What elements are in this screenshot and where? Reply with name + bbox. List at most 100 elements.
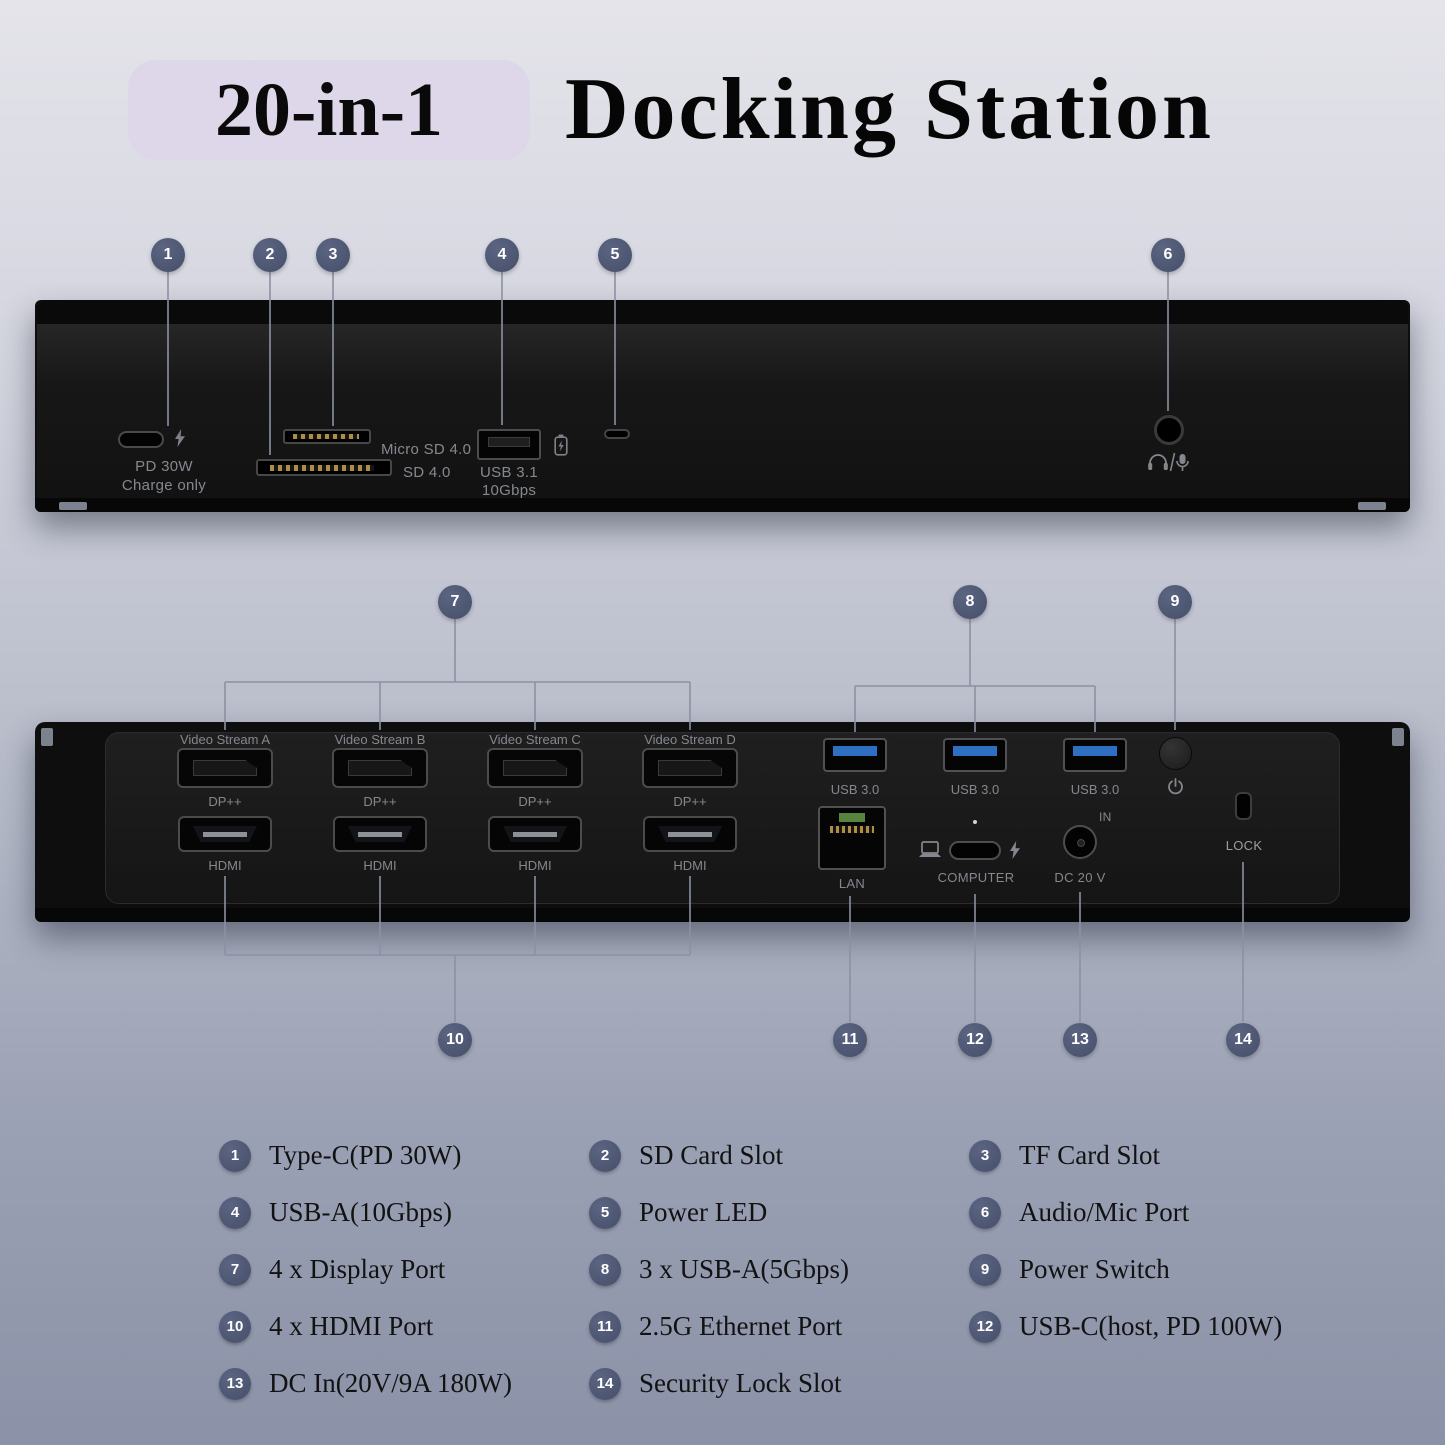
sd-label: SD 4.0	[403, 464, 451, 481]
legend-label: Power Switch	[1019, 1254, 1170, 1284]
usb-a-port-front	[477, 429, 541, 460]
legend-label: USB-A(10Gbps)	[269, 1197, 453, 1227]
callout-13: 13	[1063, 1023, 1097, 1057]
dp-label: DP++	[673, 794, 707, 809]
legend-label: Type-C(PD 30W)	[269, 1140, 462, 1170]
micro-sd-label: Micro SD 4.0	[381, 441, 472, 458]
laptop-icon	[918, 841, 942, 863]
lightning-icon	[1009, 840, 1021, 865]
dc-voltage-label: DC 20 V	[1054, 870, 1106, 885]
sd-card-pins	[270, 465, 374, 471]
legend-item: 10 4 x HDMI Port	[219, 1310, 589, 1343]
hdmi-port	[333, 816, 427, 852]
lock-label: LOCK	[1225, 838, 1263, 853]
legend-number: 14	[589, 1367, 621, 1400]
back-bottom-edge	[35, 908, 1410, 922]
callout-9: 9	[1158, 585, 1192, 619]
legend-number: 1	[219, 1139, 251, 1172]
legend-number: 10	[219, 1310, 251, 1343]
hdmi-label: HDMI	[673, 858, 707, 873]
legend-label: 3 x USB-A(5Gbps)	[639, 1254, 850, 1284]
callout-8: 8	[953, 585, 987, 619]
hdmi-label: HDMI	[518, 858, 552, 873]
lan-label: LAN	[838, 876, 866, 891]
host-led-dot	[973, 820, 977, 824]
legend-number: 3	[969, 1139, 1001, 1172]
usb31-label-line1: USB 3.1	[480, 464, 538, 481]
legend-label: TF Card Slot	[1019, 1140, 1161, 1170]
video-stream-label: Video Stream C	[489, 732, 581, 747]
hdmi-inner	[658, 826, 722, 842]
displayport-port	[332, 748, 428, 788]
hdmi-tongue	[513, 832, 557, 837]
legend-label: 4 x HDMI Port	[269, 1311, 434, 1341]
legend-number: 7	[219, 1253, 251, 1286]
video-stream-group-d: Video Stream D DP++ HDMI	[615, 732, 765, 892]
hdmi-inner	[348, 826, 412, 842]
hdmi-label: HDMI	[363, 858, 397, 873]
battery-charging-icon	[554, 434, 568, 461]
dp-label: DP++	[363, 794, 397, 809]
legend-item: 13 DC In(20V/9A 180W)	[219, 1367, 589, 1400]
dc-power-jack	[1063, 825, 1097, 859]
legend-label: Security Lock Slot	[639, 1368, 842, 1398]
power-button	[1159, 737, 1192, 770]
legend-number: 9	[969, 1253, 1001, 1286]
callout-7: 7	[438, 585, 472, 619]
legend-number: 11	[589, 1310, 621, 1343]
legend-number: 6	[969, 1196, 1001, 1229]
legend-label: USB-C(host, PD 100W)	[1019, 1311, 1283, 1341]
callout-3: 3	[316, 238, 350, 272]
callout-6: 6	[1151, 238, 1185, 272]
legend-label: Audio/Mic Port	[1019, 1197, 1190, 1227]
security-lock-slot	[1235, 792, 1252, 820]
front-top-edge	[37, 300, 1408, 324]
legend-number: 12	[969, 1310, 1001, 1343]
legend-item: 4 USB-A(10Gbps)	[219, 1196, 589, 1229]
legend-label: DC In(20V/9A 180W)	[269, 1368, 512, 1398]
dp-label: DP++	[518, 794, 552, 809]
headphone-mic-icon	[1146, 452, 1192, 477]
usb3-tongue	[1073, 746, 1117, 756]
displayport-port	[177, 748, 273, 788]
front-bottom-edge	[35, 498, 1410, 512]
callout-1: 1	[151, 238, 185, 272]
legend-label: SD Card Slot	[639, 1140, 784, 1170]
displayport-inner	[348, 760, 412, 776]
hdmi-label: HDMI	[208, 858, 242, 873]
dp-label: DP++	[208, 794, 242, 809]
tf-card-slot	[283, 429, 371, 444]
hdmi-port	[643, 816, 737, 852]
legend-number: 4	[219, 1196, 251, 1229]
callout-2: 2	[253, 238, 287, 272]
hdmi-port	[178, 816, 272, 852]
dc-in-label: IN	[1099, 810, 1112, 824]
legend-item: 11 2.5G Ethernet Port	[589, 1310, 969, 1343]
hdmi-port	[488, 816, 582, 852]
power-icon	[1167, 778, 1184, 800]
page-title: Docking Station	[565, 61, 1214, 158]
video-stream-group-b: Video Stream B DP++ HDMI	[305, 732, 455, 892]
typec-label-line2: Charge only	[121, 477, 207, 494]
video-stream-label: Video Stream B	[334, 732, 426, 747]
video-stream-group-c: Video Stream C DP++ HDMI	[460, 732, 610, 892]
title-badge: 20-in-1	[128, 60, 530, 160]
dc-pin	[1077, 839, 1085, 847]
legend-label: 2.5G Ethernet Port	[639, 1311, 843, 1341]
front-face	[37, 324, 1408, 498]
front-foot-right	[1358, 502, 1386, 510]
legend-number: 13	[219, 1367, 251, 1400]
hdmi-tongue	[358, 832, 402, 837]
displayport-inner	[193, 760, 257, 776]
usb3-group-2: USB 3.0	[935, 738, 1015, 802]
usb3-group-1: USB 3.0	[815, 738, 895, 802]
back-foot-right	[1392, 728, 1404, 746]
ethernet-pins	[830, 826, 874, 833]
callout-11: 11	[833, 1023, 867, 1057]
video-stream-group-a: Video Stream A DP++ HDMI	[150, 732, 300, 892]
hdmi-tongue	[668, 832, 712, 837]
